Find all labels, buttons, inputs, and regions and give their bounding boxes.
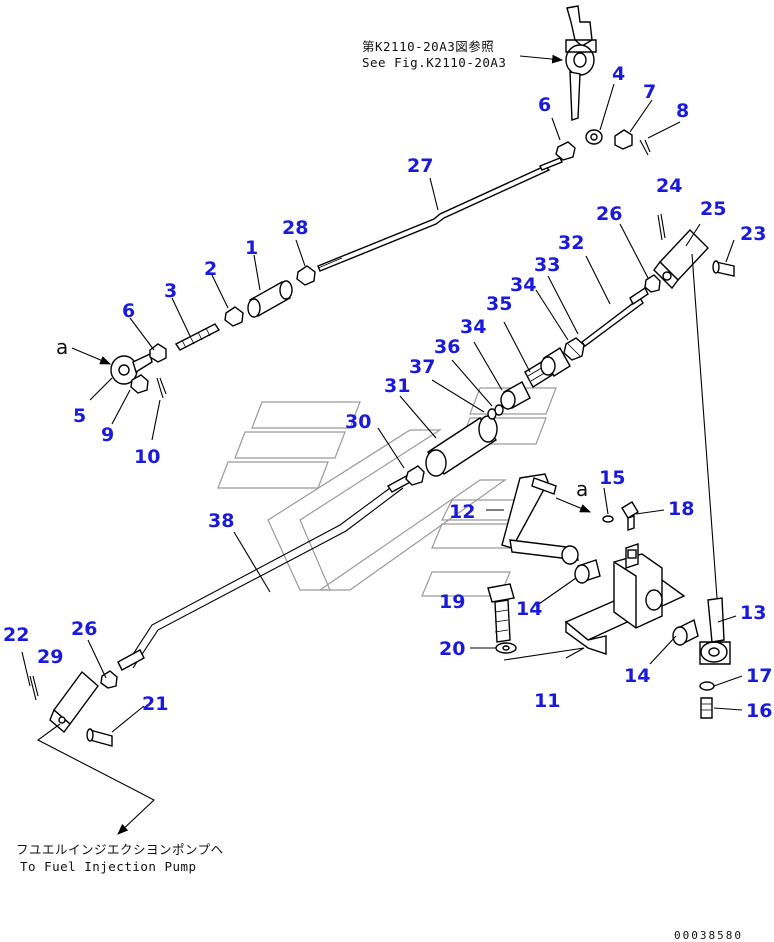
upper-link-lever <box>565 5 597 121</box>
callout-number: 7 <box>643 81 656 103</box>
callout-number: 12 <box>449 501 475 523</box>
callout-number: 11 <box>534 690 560 712</box>
callout-number: 26 <box>596 203 622 225</box>
nut-2 <box>224 306 244 327</box>
callout-number: 8 <box>676 100 689 122</box>
drawing-number: 00038580 <box>674 929 743 942</box>
pin-21 <box>86 728 113 747</box>
callout-number: 17 <box>746 665 772 687</box>
callout-number: 35 <box>486 293 512 315</box>
watermark-logo <box>217 387 557 597</box>
destination-note-jp: フユエルインジエクシヨンポンプヘ <box>16 842 224 857</box>
pin-8 <box>639 139 651 156</box>
callout-number: 24 <box>656 175 682 197</box>
callout-number: 18 <box>668 498 694 520</box>
rod-32 <box>581 286 649 347</box>
nut-28 <box>296 265 316 286</box>
nut-6-left <box>149 343 167 363</box>
washer-4 <box>585 129 603 145</box>
destination-arrow <box>36 723 155 835</box>
cylinder-31 <box>425 415 498 477</box>
callout-number: 14 <box>624 665 650 687</box>
callout-number: 30 <box>345 411 371 433</box>
reference-note-jp: 第K2110-20A3図参照 <box>362 39 494 54</box>
bolt-19 <box>487 583 515 643</box>
stud-3 <box>174 323 221 351</box>
view-label: a <box>576 477 588 501</box>
callout-number: 1 <box>245 237 258 259</box>
callout-number: 29 <box>37 646 63 668</box>
pin-23 <box>712 260 735 277</box>
sleeve-34-upper <box>540 347 571 377</box>
fitting-18 <box>621 501 639 531</box>
callout-number: 15 <box>599 467 625 489</box>
callout-number: 36 <box>434 336 460 358</box>
washer-15 <box>602 515 614 523</box>
callout-number: 32 <box>558 232 584 254</box>
washer-20 <box>495 642 517 654</box>
bracket-11 <box>564 543 686 655</box>
nut-6-top <box>555 141 576 161</box>
rod-27 <box>317 157 563 272</box>
callout-number: 3 <box>164 280 177 302</box>
nut-7 <box>614 129 633 150</box>
pins-36-37 <box>487 404 504 420</box>
rod-38 <box>117 473 416 671</box>
callout-number: 22 <box>3 624 29 646</box>
callout-number: 23 <box>740 223 766 245</box>
bushing-14 <box>574 559 601 584</box>
callout-number: 6 <box>538 94 551 116</box>
nut-30 <box>405 465 425 486</box>
cap-34 <box>500 381 531 410</box>
rod-end-5 <box>110 353 153 385</box>
view-label: a <box>56 335 68 359</box>
pin-10 <box>156 377 167 399</box>
leader-lines <box>21 83 743 733</box>
callouts: 1 2 3 4 5 6 6 7 8 9 10 11 12 13 14 14 15… <box>3 63 772 722</box>
callout-number: 34 <box>460 316 486 338</box>
view-arrow-a-left <box>71 347 112 365</box>
callout-number: 5 <box>73 405 86 427</box>
destination-note-en: To Fuel Injection Pump <box>20 859 197 874</box>
callout-number: 16 <box>746 700 772 722</box>
link-line-25-13 <box>691 253 718 599</box>
callout-number: 21 <box>142 693 168 715</box>
callout-number: 26 <box>71 618 97 640</box>
callout-number: 31 <box>384 375 410 397</box>
callout-number: 2 <box>204 258 217 280</box>
pin-22 <box>29 675 39 701</box>
clevis-29 <box>49 670 99 734</box>
callout-number: 33 <box>534 254 560 276</box>
lever-13 <box>699 597 731 665</box>
callout-number: 20 <box>439 638 465 660</box>
washer-17 <box>699 681 715 691</box>
bushing-14-lower <box>672 618 699 646</box>
callout-number: 13 <box>740 602 766 624</box>
callout-number: 4 <box>612 63 625 85</box>
nut-33 <box>563 337 585 361</box>
nut-9 <box>130 374 149 394</box>
callout-number: 6 <box>122 300 135 322</box>
nut-26-right <box>644 274 661 293</box>
bolt-16 <box>700 697 713 719</box>
callout-number: 34 <box>510 274 536 296</box>
callout-number: 14 <box>516 598 542 620</box>
callout-number: 27 <box>407 155 433 177</box>
callout-number: 9 <box>101 424 114 446</box>
callout-number: 25 <box>700 198 726 220</box>
sleeve-1 <box>247 280 293 318</box>
pin-24 <box>657 213 666 241</box>
callout-number: 10 <box>134 446 160 468</box>
lever-12 <box>501 473 579 565</box>
callout-number: 19 <box>439 591 465 613</box>
reference-note-en: See Fig.K2110-20A3 <box>362 55 506 70</box>
view-arrow-a-right <box>555 497 592 513</box>
callout-number: 38 <box>208 510 234 532</box>
callout-number: 37 <box>409 356 435 378</box>
callout-number: 28 <box>282 217 308 239</box>
clevis-25 <box>653 228 709 290</box>
reference-arrow <box>519 54 564 64</box>
